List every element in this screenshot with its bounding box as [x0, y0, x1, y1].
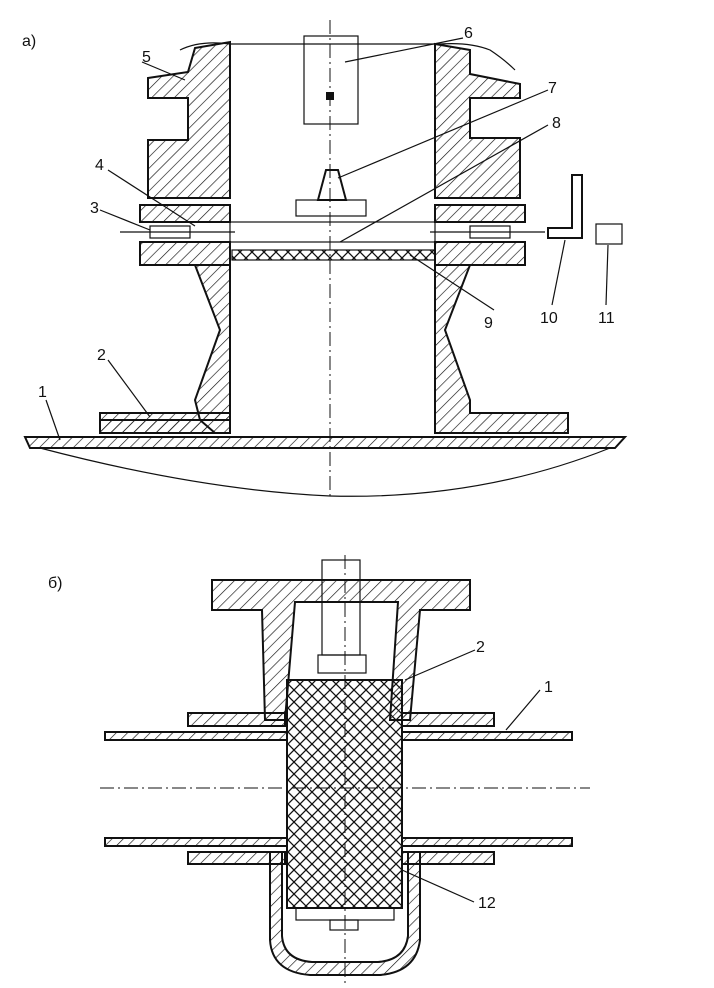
figure-a-label: а) — [22, 33, 36, 50]
upper-housing-right — [434, 42, 521, 199]
bolt-head-right — [469, 225, 511, 239]
callout-8: 8 — [552, 115, 561, 132]
pipe-wall-top-left — [104, 731, 288, 741]
pipe-wall-bottom-right — [401, 837, 573, 847]
leaders-b — [401, 649, 541, 903]
upper-housing-left — [147, 40, 231, 199]
filter-nut — [329, 919, 359, 931]
mesh-layer — [231, 249, 436, 261]
figure-b: б) 2 1 12 — [48, 555, 590, 985]
part-11-block — [595, 223, 623, 245]
nozzle-left — [99, 264, 231, 434]
knife — [316, 169, 348, 201]
knife-base — [295, 199, 367, 217]
callout-7: 7 — [548, 80, 557, 97]
stem-nut — [317, 654, 367, 674]
figure-b-label: б) — [48, 575, 63, 592]
callout-11: 11 — [598, 310, 615, 327]
callout-1: 1 — [38, 384, 47, 401]
callouts-a: 1 2 3 4 5 6 7 8 9 10 11 — [38, 25, 615, 401]
vessel-wall — [23, 436, 628, 449]
callout-3: 3 — [90, 200, 99, 217]
callout-9: 9 — [484, 315, 493, 332]
upper-flange-right — [434, 204, 526, 223]
callout-b-12: 12 — [478, 895, 496, 912]
lower-flange-right — [434, 241, 526, 266]
break-line-bottom — [39, 447, 611, 497]
callout-b-2: 2 — [476, 639, 485, 656]
saddle-bottom-left — [187, 851, 286, 865]
bottom-cup — [269, 851, 421, 976]
callout-2: 2 — [97, 347, 106, 364]
pipe-wall-top-right — [401, 731, 573, 741]
callout-10: 10 — [540, 310, 558, 327]
callout-6: 6 — [464, 25, 473, 42]
callout-b-1: 1 — [544, 679, 553, 696]
lower-flange-left — [139, 241, 231, 266]
bolt-head-left — [149, 225, 191, 239]
callout-4: 4 — [95, 157, 104, 174]
top-flange — [211, 579, 471, 721]
nozzle-base-left — [99, 412, 231, 434]
pipe-wall-bottom-left — [104, 837, 288, 847]
saddle-top-right — [401, 712, 495, 727]
nozzle-right — [434, 264, 569, 434]
saddle-top-left — [187, 712, 286, 727]
callout-5: 5 — [142, 49, 151, 66]
rupture-disk — [229, 221, 436, 243]
break-line-top — [179, 42, 516, 71]
stem — [321, 559, 361, 656]
figure-a: а) — [22, 20, 628, 500]
rod — [303, 35, 359, 125]
part-10-bracket — [547, 174, 583, 239]
leaders-a — [45, 37, 609, 441]
callouts-b: 2 1 12 — [476, 639, 553, 912]
